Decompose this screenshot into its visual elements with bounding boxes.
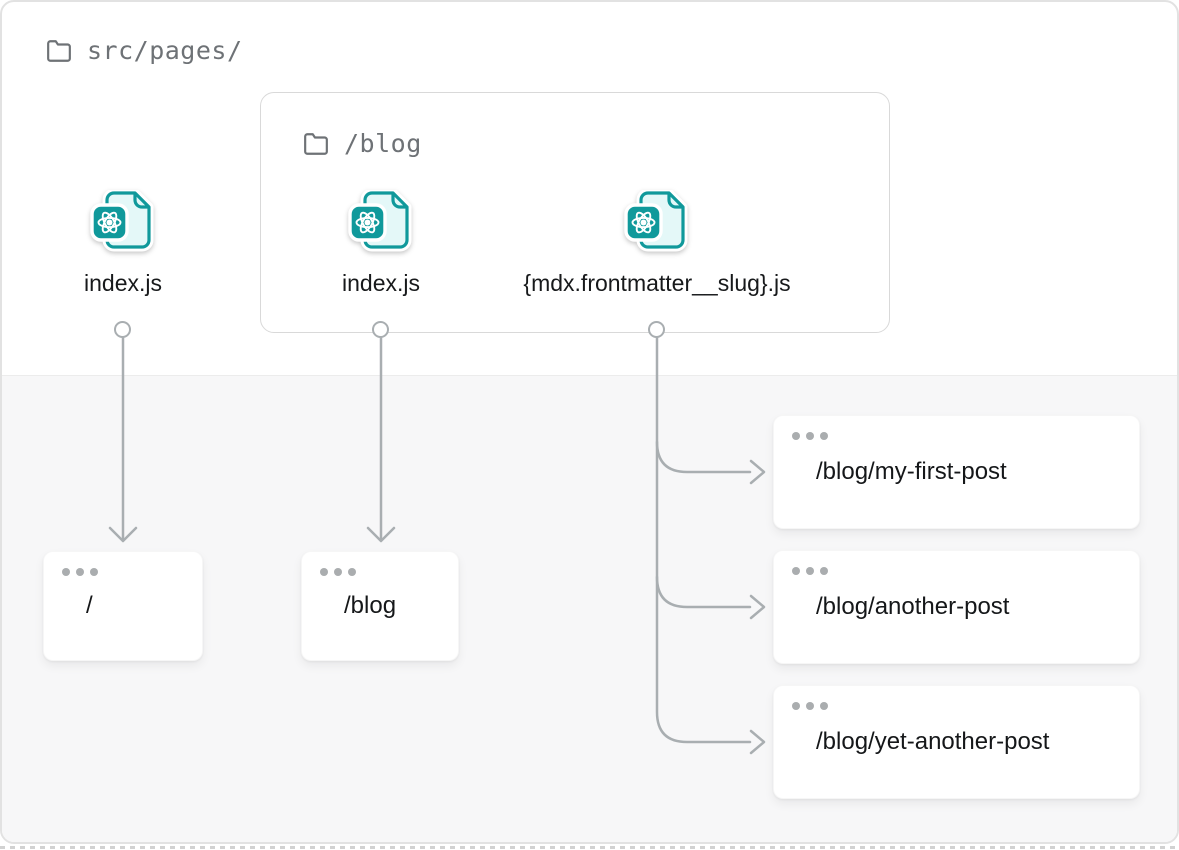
connector-circle [372, 321, 389, 338]
route-label: / [86, 592, 93, 619]
source-root-label: src/pages/ [87, 36, 243, 65]
route-card-blog: /blog [301, 551, 459, 661]
torn-edge-divider [0, 846, 1179, 849]
blog-folder-label: /blog [344, 129, 422, 158]
blog-folder-header: /blog [303, 129, 422, 158]
connector-circle [114, 321, 131, 338]
folder-icon [304, 132, 328, 155]
file-label: index.js [84, 270, 162, 296]
react-file-icon [624, 190, 690, 254]
source-root-header: src/pages/ [46, 36, 243, 65]
file-blog-index: index.js [281, 190, 481, 297]
route-card-yet-another-post: /blog/yet-another-post [773, 685, 1140, 799]
browser-dots-icon [792, 432, 828, 440]
react-file-icon [348, 190, 414, 254]
file-root-index: index.js [23, 190, 223, 297]
route-label: /blog/my-first-post [816, 458, 1007, 485]
browser-dots-icon [792, 567, 828, 575]
file-blog-slug: {mdx.frontmatter__slug}.js [457, 190, 857, 297]
file-label: index.js [342, 270, 420, 296]
route-label: /blog/another-post [816, 593, 1010, 620]
connector-circle [648, 321, 665, 338]
route-card-slash: / [43, 551, 203, 661]
file-label: {mdx.frontmatter__slug}.js [523, 270, 791, 296]
react-file-icon [90, 190, 156, 254]
route-card-another-post: /blog/another-post [773, 550, 1140, 664]
folder-icon [47, 39, 71, 62]
route-label: /blog [344, 592, 397, 619]
browser-dots-icon [62, 568, 98, 576]
browser-dots-icon [320, 568, 356, 576]
browser-dots-icon [792, 702, 828, 710]
route-label: /blog/yet-another-post [816, 728, 1050, 755]
route-card-my-first-post: /blog/my-first-post [773, 415, 1140, 529]
